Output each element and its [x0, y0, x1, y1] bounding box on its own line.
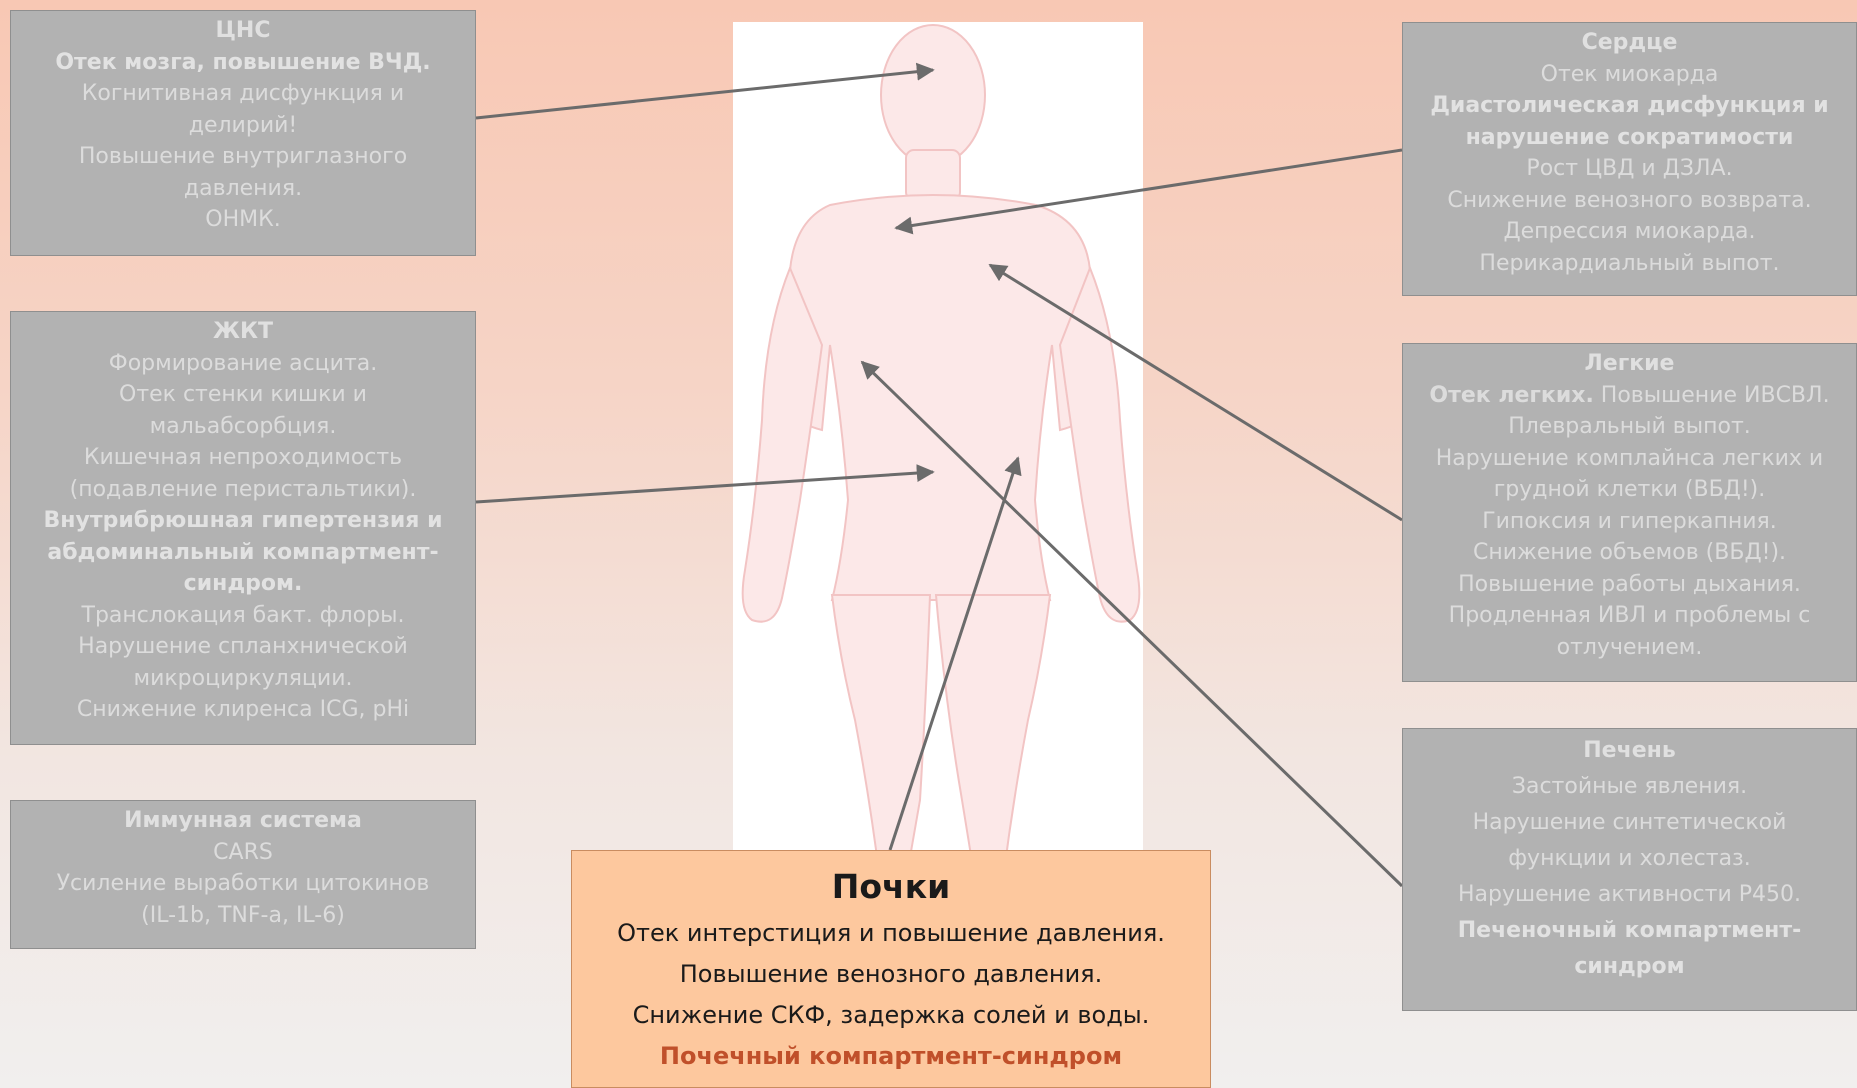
- gi-box: ЖКТ Формирование асцита. Отек стенки киш…: [10, 311, 476, 745]
- heart-line-1: Отек миокарда: [1411, 59, 1848, 91]
- cns-line-3: делирий!: [19, 110, 467, 142]
- kidneys-box: Почки Отек интерстиция и повышение давле…: [571, 850, 1211, 1088]
- liver-title: Печень: [1411, 733, 1848, 769]
- gi-line-6: Внутрибрюшная гипертензия и: [19, 505, 467, 537]
- lungs-line-3: Нарушение комплайнса легких и: [1411, 443, 1848, 475]
- cns-line-5: давления.: [19, 173, 467, 205]
- gi-line-5: (подавление перистальтики).: [19, 474, 467, 506]
- cns-box: ЦНС Отек мозга, повышение ВЧД. Когнитивн…: [10, 10, 476, 256]
- gi-line-11: микроциркуляции.: [19, 663, 467, 695]
- liver-line-2: Нарушение синтетической: [1411, 805, 1848, 841]
- heart-title: Сердце: [1411, 27, 1848, 59]
- immune-line-3: (IL-1b, TNF-a, IL-6): [19, 900, 467, 932]
- gi-line-1: Формирование асцита.: [19, 348, 467, 380]
- gi-line-2: Отек стенки кишки и: [19, 379, 467, 411]
- lungs-box: Легкие Отек легких. Повышение ИВСВЛ. Пле…: [1402, 343, 1857, 682]
- arrow-cns-to-head: [476, 70, 933, 118]
- lungs-line-2: Плевральный выпот.: [1411, 411, 1848, 443]
- liver-line-6: синдром: [1411, 949, 1848, 985]
- cns-line-2: Когнитивная дисфункция и: [19, 78, 467, 110]
- lungs-line-8: Продленная ИВЛ и проблемы с: [1411, 600, 1848, 632]
- gi-line-12: Снижение клиренса ICG, pHi: [19, 694, 467, 726]
- lungs-line-9: отлучением.: [1411, 632, 1848, 664]
- cns-line-4: Повышение внутриглазного: [19, 141, 467, 173]
- lungs-line-7: Повышение работы дыхания.: [1411, 569, 1848, 601]
- arrow-heart-to-chest: [896, 150, 1402, 228]
- heart-line-6: Депрессия миокарда.: [1411, 216, 1848, 248]
- liver-line-1: Застойные явления.: [1411, 769, 1848, 805]
- kidneys-line-4: Почечный компартмент-синдром: [572, 1036, 1210, 1077]
- gi-title: ЖКТ: [19, 316, 467, 348]
- liver-line-3: функции и холестаз.: [1411, 841, 1848, 877]
- gi-line-7: абдоминальный компартмент-: [19, 537, 467, 569]
- gi-line-10: Нарушение спланхнической: [19, 631, 467, 663]
- heart-line-5: Снижение венозного возврата.: [1411, 185, 1848, 217]
- gi-line-8: синдром.: [19, 568, 467, 600]
- gi-line-9: Транслокация бакт. флоры.: [19, 600, 467, 632]
- heart-line-2: Диастолическая дисфункция и: [1411, 90, 1848, 122]
- immune-line-1: CARS: [19, 837, 467, 869]
- lungs-line-4: грудной клетки (ВБД!).: [1411, 474, 1848, 506]
- liver-line-4: Нарушение активности P450.: [1411, 877, 1848, 913]
- liver-line-5: Печеночный компартмент-: [1411, 913, 1848, 949]
- immune-line-2: Усиление выработки цитокинов: [19, 868, 467, 900]
- immune-box: Иммунная система CARS Усиление выработки…: [10, 800, 476, 949]
- heart-line-7: Перикардиальный выпот.: [1411, 248, 1848, 280]
- gi-line-4: Кишечная непроходимость: [19, 442, 467, 474]
- heart-line-4: Рост ЦВД и ДЗЛА.: [1411, 153, 1848, 185]
- heart-line-3: нарушение сократимости: [1411, 122, 1848, 154]
- lungs-line-1-rest: Повышение ИВСВЛ.: [1594, 383, 1830, 408]
- kidneys-line-3: Снижение СКФ, задержка солей и воды.: [572, 995, 1210, 1036]
- lungs-line-5: Гипоксия и гиперкапния.: [1411, 506, 1848, 538]
- gi-line-3: мальабсорбция.: [19, 411, 467, 443]
- cns-line-1: Отек мозга, повышение ВЧД.: [19, 47, 467, 79]
- kidneys-line-1: Отек интерстиция и повышение давления.: [572, 913, 1210, 954]
- kidneys-title: Почки: [572, 861, 1210, 913]
- lungs-line-6: Снижение объемов (ВБД!).: [1411, 537, 1848, 569]
- cns-line-6: ОНМК.: [19, 204, 467, 236]
- lungs-line-1: Отек легких. Повышение ИВСВЛ.: [1411, 380, 1848, 412]
- heart-box: Сердце Отек миокарда Диастолическая дисф…: [1402, 22, 1857, 296]
- kidneys-line-2: Повышение венозного давления.: [572, 954, 1210, 995]
- arrow-lungs-to-chest: [990, 265, 1402, 520]
- lungs-line-1-bold: Отек легких.: [1429, 383, 1593, 408]
- lungs-title: Легкие: [1411, 348, 1848, 380]
- immune-title: Иммунная система: [19, 805, 467, 837]
- liver-box: Печень Застойные явления. Нарушение синт…: [1402, 728, 1857, 1011]
- cns-title: ЦНС: [19, 15, 467, 47]
- human-body-silhouette: [743, 25, 1140, 880]
